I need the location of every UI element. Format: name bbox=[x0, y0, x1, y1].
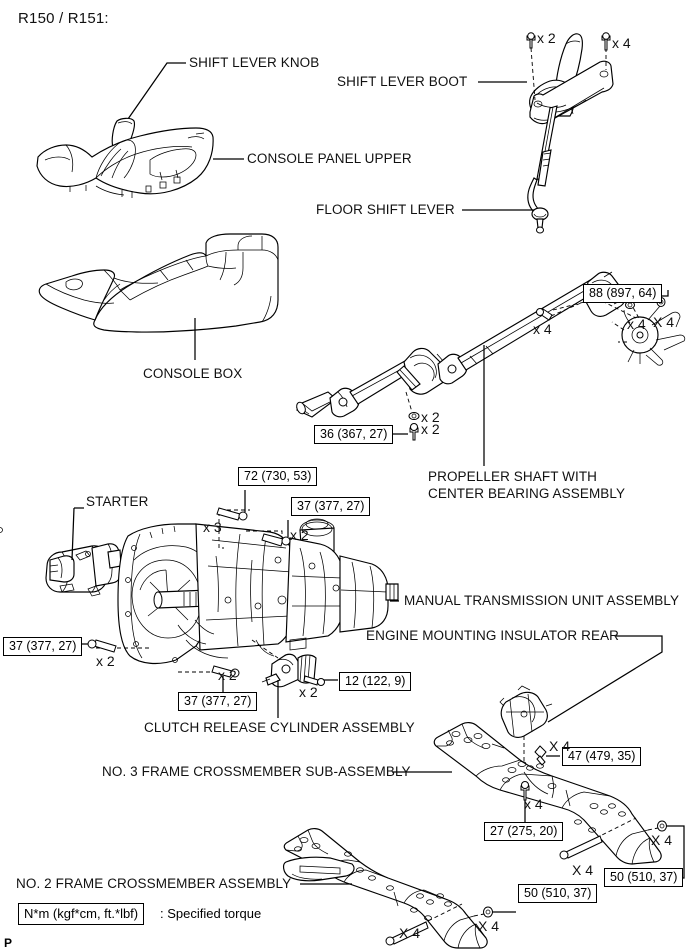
label-shift-lever-boot: SHIFT LEVER BOOT bbox=[337, 74, 468, 89]
label-clutch-release-cylinder: CLUTCH RELEASE CYLINDER ASSEMBLY bbox=[144, 720, 415, 735]
qty-no2-right: X 4 bbox=[478, 918, 500, 934]
leader-engine-mounting-insulator bbox=[547, 635, 663, 723]
qty-prop-center-a: x 2 bbox=[421, 409, 440, 425]
legend-torque-box: N*m (kgf*cm, ft.*lbf) bbox=[18, 903, 145, 925]
qty-boot-right: x 4 bbox=[612, 35, 631, 51]
part-console-panel-upper bbox=[36, 127, 214, 198]
qty-prop-flange-b: x 4 bbox=[627, 316, 646, 332]
torque-box-72: 72 (730, 53) bbox=[238, 467, 318, 486]
qty-boot-left: x 2 bbox=[537, 30, 556, 46]
torque-box-36: 36 (367, 27) bbox=[314, 425, 394, 444]
fastener-trans-x2-left bbox=[72, 639, 150, 653]
qty-no2-bolt: X 4 bbox=[399, 925, 421, 941]
qty-no3-right: X 4 bbox=[651, 832, 673, 848]
label-shift-lever-knob: SHIFT LEVER KNOB bbox=[189, 55, 320, 70]
fastener-no3-long-bolt bbox=[559, 817, 637, 860]
label-starter: STARTER bbox=[86, 494, 149, 509]
torque-box-37-left: 37 (377, 27) bbox=[3, 637, 83, 656]
torque-box-37-upper: 37 (377, 27) bbox=[291, 497, 371, 516]
fastener-trans-x2-upper bbox=[246, 520, 291, 547]
legend-torque-text: : Specified torque bbox=[160, 906, 262, 921]
torque-box-88: 88 (897, 64) bbox=[583, 284, 663, 303]
torque-box-27: 27 (275, 20) bbox=[484, 822, 564, 841]
part-no3-crossmember bbox=[433, 722, 662, 865]
part-shift-lever-knob bbox=[111, 117, 136, 152]
label-engine-mounting-insulator: ENGINE MOUNTING INSULATOR REAR bbox=[366, 628, 620, 643]
torque-box-50-right: 50 (510, 37) bbox=[604, 868, 684, 887]
page-corner-mark: P bbox=[4, 936, 13, 950]
qty-prop-flange-a: x 4 bbox=[533, 321, 552, 337]
qty-prop-flange-c: X 4 bbox=[653, 314, 675, 330]
torque-box-37-lower: 37 (377, 27) bbox=[178, 692, 258, 711]
qty-clutch: x 2 bbox=[299, 684, 318, 700]
qty-starter-x3: x 3 bbox=[203, 519, 222, 535]
part-shift-lever-boot bbox=[529, 33, 614, 125]
fastener-no2-long-bolt bbox=[385, 903, 463, 946]
part-starter bbox=[45, 543, 122, 597]
qty-no3-center: x 4 bbox=[524, 796, 543, 812]
label-propeller-shaft-line2: CENTER BEARING ASSEMBLY bbox=[428, 486, 626, 501]
qty-trans-lower: x 2 bbox=[218, 667, 237, 683]
label-console-box: CONSOLE BOX bbox=[143, 366, 243, 381]
part-floor-shift-lever bbox=[527, 105, 558, 234]
label-manual-transmission: MANUAL TRANSMISSION UNIT ASSEMBLY bbox=[404, 593, 680, 608]
qty-no3-bolt: X 4 bbox=[572, 862, 594, 878]
fastener-no2-right-nut bbox=[473, 906, 516, 918]
qty-trans-left: x 2 bbox=[96, 653, 115, 669]
torque-box-50-lower: 50 (510, 37) bbox=[518, 884, 598, 903]
label-no2-frame-crossmember: NO. 2 FRAME CROSSMEMBER ASSEMBLY bbox=[16, 876, 292, 891]
part-engine-mounting-insulator bbox=[499, 685, 553, 738]
page-title: R150 / R151: bbox=[18, 10, 109, 27]
label-console-panel-upper: CONSOLE PANEL UPPER bbox=[247, 151, 412, 166]
torque-box-12: 12 (122, 9) bbox=[339, 672, 412, 691]
qty-insulator: X 4 bbox=[549, 738, 571, 754]
leader-starter bbox=[71, 507, 84, 561]
torque-box-47: 47 (479, 35) bbox=[562, 747, 642, 766]
leader-shift-lever-knob bbox=[127, 62, 186, 120]
label-no3-frame-crossmember: NO. 3 FRAME CROSSMEMBER SUB-ASSEMBLY bbox=[102, 764, 411, 779]
part-console-box bbox=[38, 233, 279, 333]
label-floor-shift-lever: FLOOR SHIFT LEVER bbox=[316, 202, 455, 217]
part-clutch-release-cylinder bbox=[251, 639, 317, 688]
qty-prop-center-b: x 2 bbox=[421, 421, 440, 437]
part-no2-crossmember bbox=[282, 828, 488, 949]
label-propeller-shaft-line1: PROPELLER SHAFT WITH bbox=[428, 469, 598, 484]
qty-trans-upper: x 2 bbox=[290, 527, 309, 543]
